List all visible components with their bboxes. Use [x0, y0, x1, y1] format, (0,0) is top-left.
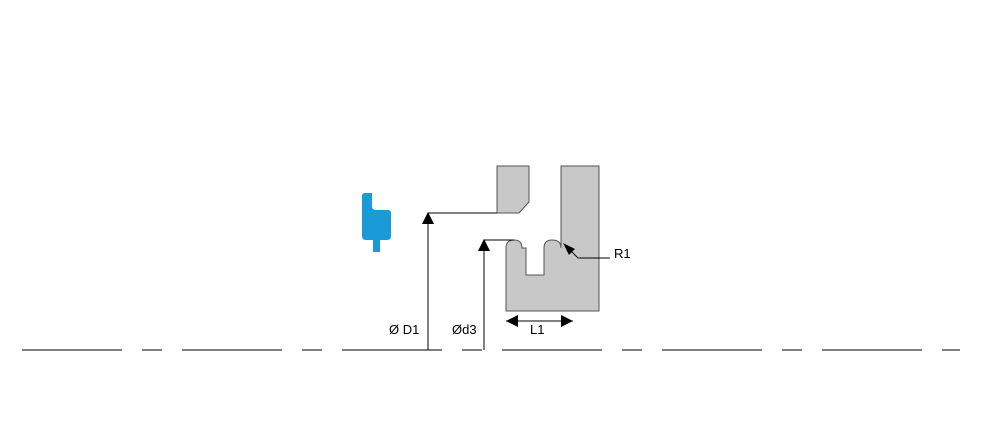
- housing-part-main: [505, 165, 600, 312]
- r1-arrowhead: [563, 243, 575, 255]
- l1-label: L1: [530, 322, 544, 337]
- d1-label: Ø D1: [389, 322, 419, 337]
- r1-label: R1: [614, 246, 631, 261]
- l1-arrowhead-right: [561, 315, 573, 327]
- seal-profile-icon: [362, 193, 391, 252]
- d3-arrowhead: [478, 239, 490, 251]
- housing-part-left: [496, 165, 530, 214]
- d3-label: Ød3: [452, 322, 477, 337]
- l1-arrowhead-left: [506, 315, 518, 327]
- d1-arrowhead: [422, 212, 434, 224]
